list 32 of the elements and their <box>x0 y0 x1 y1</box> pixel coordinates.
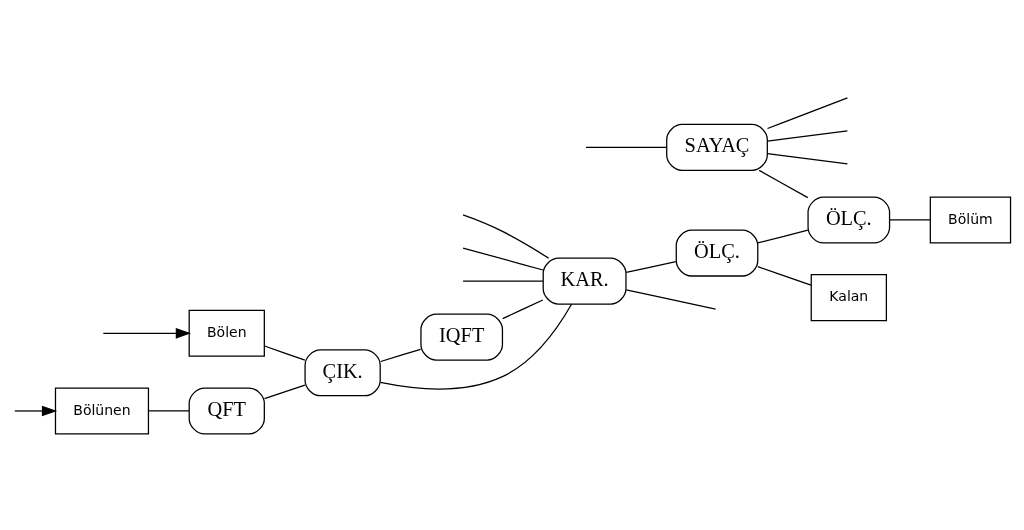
connector <box>766 152 849 165</box>
arrow <box>14 405 58 416</box>
connector <box>502 298 544 319</box>
node-box: ÖLÇ. <box>807 195 891 244</box>
connector <box>462 279 544 282</box>
node-box: Bölünen <box>54 386 150 435</box>
node-box: SAYAÇ <box>666 123 768 171</box>
connector <box>766 96 849 129</box>
connector <box>148 409 190 412</box>
connector <box>758 169 809 198</box>
node-box: Bölüm <box>929 195 1012 244</box>
connector <box>380 348 422 362</box>
node-box: ÇIK. <box>304 348 381 396</box>
node-box: ÖLÇ. <box>675 229 759 277</box>
connector <box>889 218 931 221</box>
node-box: Kalan <box>810 273 887 321</box>
connector <box>263 344 306 361</box>
connector <box>757 229 809 244</box>
connector <box>462 246 544 271</box>
connector <box>625 260 677 273</box>
connector <box>462 213 550 259</box>
connector <box>263 383 306 399</box>
node-box: KAR. <box>542 257 627 305</box>
connector <box>379 303 573 389</box>
connector <box>585 146 668 148</box>
connector <box>766 129 849 142</box>
connector <box>625 288 717 310</box>
connector <box>757 265 812 286</box>
node-box: IQFT <box>420 313 504 361</box>
node-box: QFT <box>188 386 265 435</box>
arrow <box>102 327 192 339</box>
node-box: Bölen <box>188 309 265 357</box>
